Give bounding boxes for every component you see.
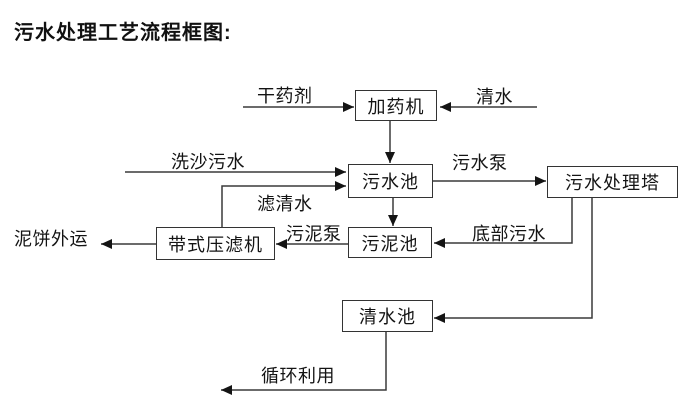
edge-label-sand-washing-sewage: 洗沙污水 xyxy=(171,152,245,172)
node-sludge-pool: 污泥池 xyxy=(348,227,432,258)
edge-label-clear-water: 清水 xyxy=(476,87,513,107)
edge-label-sludge-pump: 污泥泵 xyxy=(286,224,342,244)
edge-label-dry-chemical: 干药剂 xyxy=(257,86,313,106)
edge-tower-to-clear-pool-line xyxy=(434,198,593,323)
node-clear-water-pool: 清水池 xyxy=(342,300,433,332)
edge-bottom-sewage-line xyxy=(434,198,573,248)
edge-recycling-line xyxy=(221,332,387,395)
node-sewage-pool: 污水池 xyxy=(348,164,433,198)
node-sewage-treatment-tower: 污水处理塔 xyxy=(547,166,678,198)
edge-label-filtered-water: 滤清水 xyxy=(257,194,313,214)
edge-label-recycling: 循环利用 xyxy=(261,366,335,386)
diagram-title: 污水处理工艺流程框图: xyxy=(14,22,232,44)
edge-label-sewage-pump: 污水泵 xyxy=(452,153,508,173)
edge-filtered-water-line xyxy=(221,181,346,227)
edge-label-bottom-sewage: 底部污水 xyxy=(472,224,546,244)
edge-label-mud-cake-outbound: 泥饼外运 xyxy=(14,229,88,249)
node-dosing-machine: 加药机 xyxy=(355,90,437,121)
node-belt-filter-press: 带式压滤机 xyxy=(156,227,275,260)
